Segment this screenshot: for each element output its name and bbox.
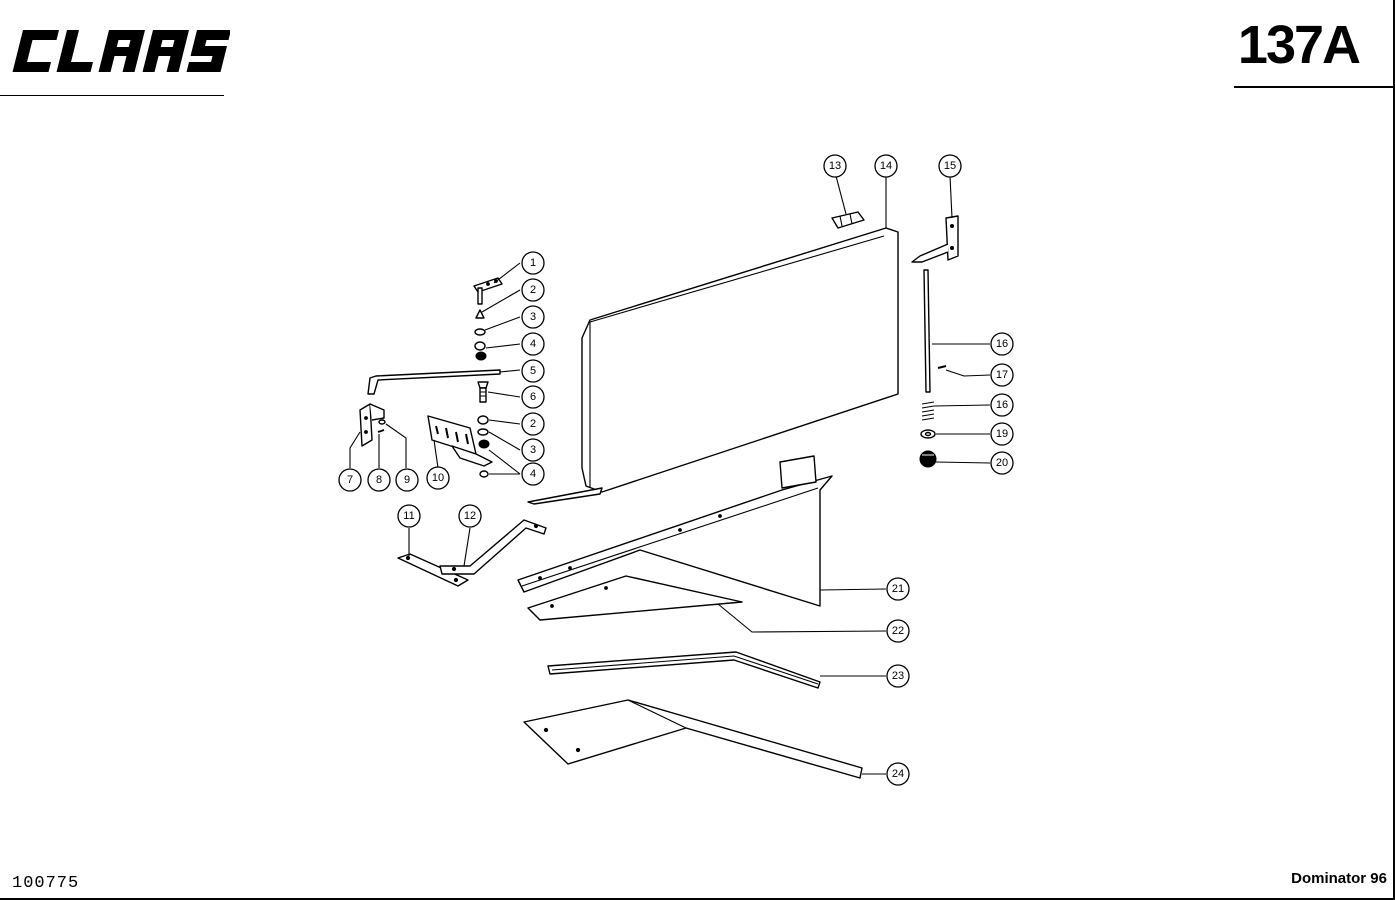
svg-text:4: 4 <box>530 468 536 480</box>
part-2-washer-lower <box>477 415 489 425</box>
svg-text:2: 2 <box>530 418 536 430</box>
svg-text:6: 6 <box>530 391 536 403</box>
part-20-knob <box>919 450 937 468</box>
callout-23: 23 <box>886 664 910 688</box>
callout-7: 7 <box>338 468 362 492</box>
svg-text:8: 8 <box>376 474 382 486</box>
svg-text:14: 14 <box>880 160 892 172</box>
part-19-washer <box>920 429 936 439</box>
part-23-channel <box>547 651 821 689</box>
svg-text:16: 16 <box>996 399 1008 411</box>
callout-8: 8 <box>367 468 391 492</box>
svg-text:22: 22 <box>892 625 904 637</box>
part-8-screw <box>377 429 385 433</box>
callout-20: 20 <box>990 451 1014 475</box>
part-4-nut-lower <box>478 439 490 478</box>
svg-text:2: 2 <box>530 284 536 296</box>
svg-text:13: 13 <box>829 160 841 172</box>
callout-6: 6 <box>521 385 545 409</box>
callout-3: 3 <box>521 438 545 462</box>
part-spring <box>921 401 935 421</box>
svg-text:3: 3 <box>530 311 536 323</box>
part-4-nut-upper <box>474 341 487 361</box>
callouts: 1 2 3 4 5 6 2 3 4 7 8 9 10 11 12 13 14 1… <box>338 154 1014 786</box>
svg-text:17: 17 <box>996 369 1008 381</box>
part-6-bolt <box>477 381 489 403</box>
callout-15: 15 <box>938 154 962 178</box>
callout-10: 10 <box>426 466 450 490</box>
svg-text:12: 12 <box>464 510 476 522</box>
svg-text:15: 15 <box>944 160 956 172</box>
callout-4: 4 <box>521 462 545 486</box>
callout-2: 2 <box>521 412 545 436</box>
svg-text:19: 19 <box>996 428 1008 440</box>
part-15-bracket <box>911 215 959 263</box>
svg-text:4: 4 <box>530 338 536 350</box>
callout-1: 1 <box>521 251 545 275</box>
part-21-gusset-plate <box>517 455 833 607</box>
svg-text:11: 11 <box>403 510 414 522</box>
callout-24: 24 <box>886 762 910 786</box>
part-13-clip <box>831 211 865 229</box>
svg-text:1: 1 <box>530 257 536 269</box>
svg-text:16: 16 <box>996 338 1008 350</box>
svg-text:24: 24 <box>892 768 904 780</box>
part-3-lockwasher-lower <box>477 428 489 436</box>
svg-text:3: 3 <box>530 444 536 456</box>
callout-4: 4 <box>521 332 545 356</box>
callout-3: 3 <box>521 305 545 329</box>
part-17-pin <box>937 365 947 369</box>
callout-5: 5 <box>521 359 545 383</box>
callout-9: 9 <box>395 468 419 492</box>
part-7-angle-plate <box>359 403 385 447</box>
header-rule-left <box>0 95 224 96</box>
svg-text:20: 20 <box>996 457 1008 469</box>
svg-text:23: 23 <box>892 670 904 682</box>
callout-16: 16 <box>990 393 1014 417</box>
callout-14: 14 <box>874 154 898 178</box>
part-16-rod <box>923 269 931 393</box>
svg-text:10: 10 <box>432 472 444 484</box>
part-9-washer <box>378 419 386 425</box>
callout-22: 22 <box>886 619 910 643</box>
part-2-washer-upper <box>475 309 485 319</box>
header-rule-right <box>1234 86 1394 88</box>
callout-21: 21 <box>886 577 910 601</box>
callout-16: 16 <box>990 332 1014 356</box>
part-12-bent-strap <box>439 519 547 575</box>
callout-13: 13 <box>823 154 847 178</box>
leader-lines <box>349 175 991 775</box>
svg-text:7: 7 <box>347 474 353 486</box>
part-10-slotted-bracket <box>427 415 493 467</box>
part-24-bent-plate <box>523 699 863 779</box>
part-3-lockwasher-upper <box>474 328 486 336</box>
callout-12: 12 <box>458 504 482 528</box>
drawing-number: 100775 <box>12 874 80 893</box>
callout-11: 11 <box>397 504 421 528</box>
part-1-bolt-plate <box>473 277 503 305</box>
part-14-side-panel <box>527 227 899 505</box>
model-name: Dominator 96 <box>1291 870 1387 887</box>
part-22-small-plate <box>527 575 743 621</box>
svg-text:5: 5 <box>530 365 536 377</box>
svg-text:21: 21 <box>892 583 904 595</box>
callout-17: 17 <box>990 363 1014 387</box>
part-11-strap <box>397 553 469 587</box>
callout-2: 2 <box>521 278 545 302</box>
claas-logo <box>12 30 230 72</box>
page-number: 137A <box>1237 15 1361 75</box>
callout-19: 19 <box>990 422 1014 446</box>
svg-text:9: 9 <box>404 474 410 486</box>
